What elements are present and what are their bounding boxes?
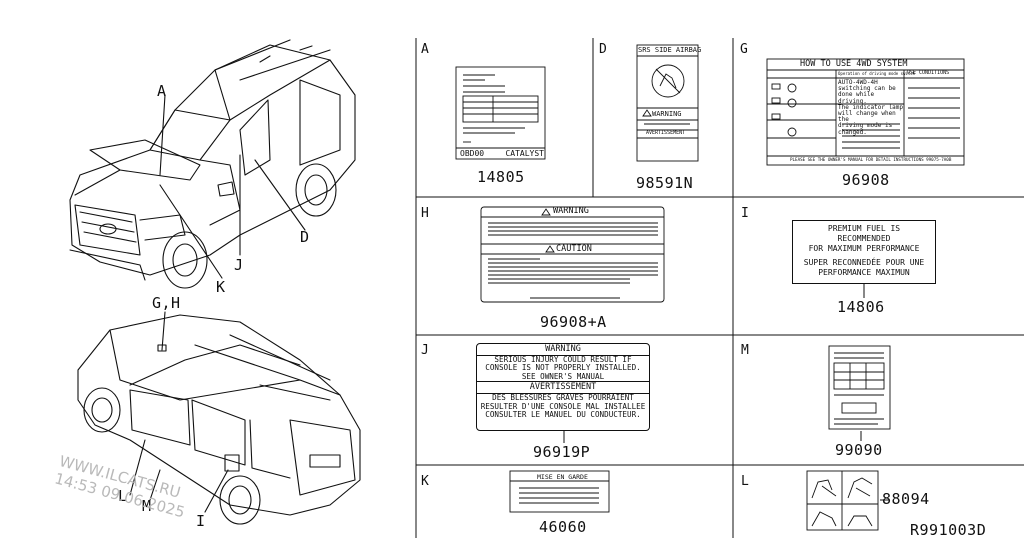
label-a-footer-left: OBD00 [460, 149, 485, 158]
label-j-avert: AVERTISSEMENT [477, 381, 649, 394]
callout-a: A [157, 82, 167, 100]
label-k-title: MISE EN GARDE [537, 473, 588, 481]
label-h-drawing [480, 206, 665, 303]
label-i-line: SUPER RECONNEDÉE POUR UNE [803, 258, 925, 267]
label-g-text-line: driving mode is [838, 122, 893, 130]
label-i-box: PREMIUM FUEL IS RECOMMENDED FOR MAXIMUM … [792, 220, 936, 284]
label-l-drawing [806, 470, 879, 531]
part-number-k: 46060 [539, 518, 587, 536]
callout-j: J [234, 256, 244, 274]
label-g-col-header-2: USE CONDITIONS [907, 70, 950, 76]
leader-i [863, 284, 865, 298]
part-number-i: 14806 [837, 298, 885, 316]
leader-l [880, 499, 890, 501]
part-number-j: 96919P [533, 443, 591, 461]
leader-m [860, 431, 862, 441]
label-g-title: HOW TO USE 4WD SYSTEM [800, 59, 908, 69]
label-i-line: RECOMMENDED [837, 234, 891, 243]
callout-d: D [300, 228, 310, 246]
label-a-footer-right: CATALYST [505, 149, 544, 158]
label-j-warning: WARNING [477, 344, 649, 356]
label-j-fr-line: CONSULTER LE MANUEL DU CONDUCTEUR. [485, 410, 641, 420]
part-number-h: 96908+A [540, 313, 607, 331]
part-number-a: 14805 [477, 168, 525, 186]
panel-g-letter: G [740, 42, 748, 57]
label-g-text-line: AUTO-4WD-4H [838, 79, 878, 86]
label-h-caution: CAUTION [556, 244, 592, 254]
label-d-title: SRS SIDE AIRBAG [638, 46, 702, 54]
panel-d-letter: D [599, 42, 607, 57]
label-g-text-line: The indicator lamp [838, 103, 904, 111]
callout-k: K [216, 278, 226, 296]
label-g-col-header-1: Operation of driving mode switch [838, 71, 916, 76]
label-h-warning: WARNING [553, 206, 589, 216]
label-g-text-line: changed. [838, 128, 867, 136]
label-d-warning: WARNING [652, 110, 682, 118]
vehicle-illustrations [69, 39, 361, 525]
label-j-box: WARNING SERIOUS INJURY COULD RESULT IF C… [476, 343, 650, 431]
callout-gh: G,H [152, 294, 181, 312]
label-j-en-line: SEE OWNER'S MANUAL [521, 371, 605, 381]
label-g-drawing [766, 58, 965, 166]
part-number-g: 96908 [842, 171, 890, 189]
part-number-l: 88094 [882, 490, 930, 508]
label-i-line: PREMIUM FUEL IS [827, 224, 901, 233]
vehicle-rear-view [77, 311, 361, 525]
callout-m: M [142, 497, 152, 515]
label-j-en-line: SERIOUS INJURY COULD RESULT IF [494, 354, 632, 364]
panel-k-letter: K [421, 474, 429, 489]
label-g-text: AUTO-4WD-4H switching can be done while … [838, 79, 906, 136]
panel-h-letter: H [421, 206, 429, 221]
label-i-line: FOR MAXIMUM PERFORMANCE [808, 244, 920, 253]
panel-i-letter: I [741, 206, 749, 221]
label-g-text-line: switching can be [838, 85, 896, 93]
callout-l: L [118, 487, 128, 505]
panel-m-letter: M [741, 343, 749, 358]
vehicle-front-view [69, 39, 356, 289]
label-j-en-line: CONSOLE IS NOT PROPERLY INSTALLED. [485, 363, 641, 373]
label-d-drawing [636, 44, 699, 162]
label-k-drawing [509, 470, 610, 513]
part-number-m: 99090 [835, 441, 883, 459]
callout-i: I [196, 512, 206, 530]
label-m-drawing [828, 345, 891, 430]
leader-j [563, 431, 565, 443]
panel-l-letter: L [741, 474, 749, 489]
label-g-text-line: done while driving. [838, 91, 875, 105]
part-number-d: 98591N [636, 174, 694, 192]
label-g-text-line: will change when the [838, 110, 896, 124]
label-d-avert: AVERTISSEMENT [646, 130, 686, 136]
label-j-fr-line: RESULTER D'UNE CONSOLE MAL INSTALLEE [480, 401, 646, 411]
label-a-drawing [455, 66, 546, 160]
panel-j-letter: J [421, 343, 429, 358]
panel-a-letter: A [421, 42, 429, 57]
diagram-id: R991003D [910, 521, 987, 539]
label-g-footer: PLEASE SEE THE OWNER'S MANUAL FOR DETAIL… [790, 157, 952, 162]
label-j-fr-line: DES BLESSURES GRAVES POURRAIENT [492, 392, 634, 402]
label-i-line: PERFORMANCE MAXIMUN [818, 268, 910, 277]
label-a-footer: OBD00 CATALYST [460, 149, 544, 158]
